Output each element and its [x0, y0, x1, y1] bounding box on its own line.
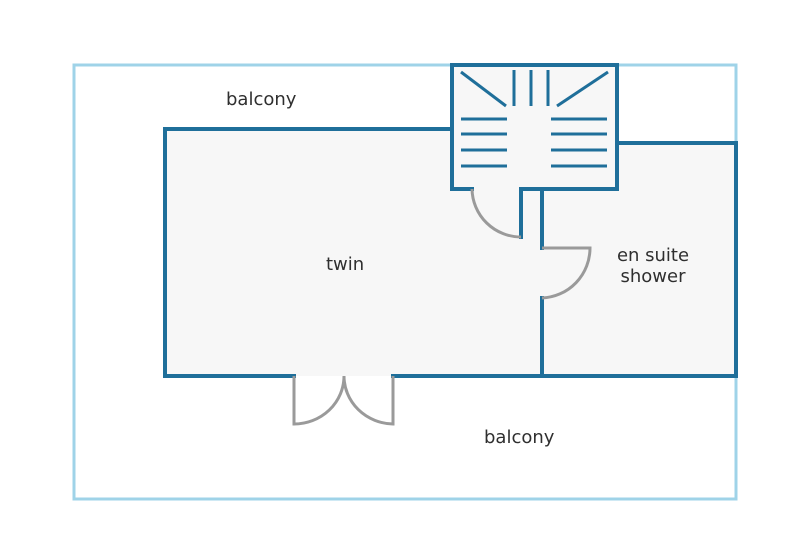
- door-swings: [292, 188, 592, 426]
- stair-door: [470, 188, 522, 239]
- twin-room-label: twin: [326, 254, 365, 275]
- stair-treads: [460, 70, 609, 168]
- balcony-door-left: [292, 375, 346, 426]
- walls: [163, 63, 738, 378]
- ensuite-door: [541, 246, 592, 300]
- balcony-top-label: balcony: [226, 89, 297, 110]
- balcony-bottom-label: balcony: [484, 427, 555, 448]
- balcony-door-right: [342, 375, 395, 426]
- ensuite-label-line1: en suite: [616, 245, 690, 266]
- ensuite-room-label: en suite shower: [590, 245, 716, 287]
- ensuite-label-line2: shower: [620, 266, 686, 287]
